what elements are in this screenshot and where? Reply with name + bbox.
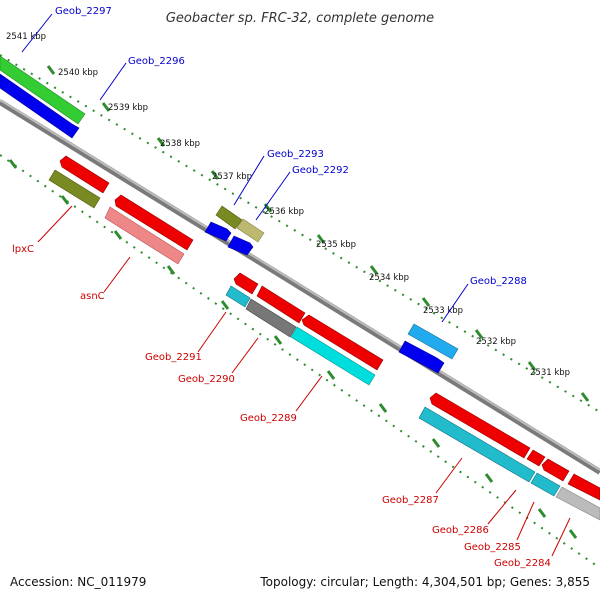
gene-red-4[interactable]: [301, 314, 384, 371]
ruler-label-2540: 2540 kbp: [58, 68, 98, 78]
tick-2530: [580, 392, 590, 402]
gene-geob-2293[interactable]: [215, 205, 243, 230]
gene-red-6[interactable]: [526, 449, 546, 467]
backbone: [0, 99, 600, 475]
inner-tick: [166, 265, 176, 275]
gene-geob-2291[interactable]: [225, 285, 251, 308]
label-leaders: [21, 13, 571, 557]
gene-geob-2291-red[interactable]: [233, 272, 259, 295]
ruler-label-2538: 2538 kbp: [160, 139, 200, 149]
leader-geob-2293: [233, 155, 265, 206]
leader-geob-2285: [516, 501, 535, 541]
gene-red-5[interactable]: [429, 392, 531, 459]
gene-red-2[interactable]: [114, 194, 194, 251]
tick-2533: [421, 297, 431, 307]
inner-tick: [537, 508, 547, 518]
label-geob-2286[interactable]: Geob_2286: [432, 525, 489, 536]
label-geob-2296[interactable]: Geob_2296: [128, 56, 185, 67]
label-asnc[interactable]: asnC: [80, 291, 105, 302]
label-geob-2285[interactable]: Geob_2285: [464, 542, 521, 553]
ruler-label-2537: 2537 kbp: [212, 172, 252, 182]
inner-tick: [431, 438, 441, 448]
inner-tick: [326, 370, 336, 380]
gene-geob-2296[interactable]: [0, 73, 80, 139]
leader-asnc: [103, 256, 131, 293]
leader-geob-2288: [441, 283, 469, 323]
backbone-highlight: [0, 99, 600, 471]
ruler-labels: 2541 kbp 2540 kbp 2539 kbp 2538 kbp 2537…: [6, 32, 570, 378]
inner-tick: [220, 300, 230, 310]
inner-tick: [484, 473, 494, 483]
ruler-label-2534: 2534 kbp: [369, 273, 409, 283]
leader-geob-2296: [99, 62, 127, 101]
label-geob-2292[interactable]: Geob_2292: [292, 165, 349, 176]
ruler-label-2541: 2541 kbp: [6, 32, 46, 42]
gene-red-1[interactable]: [59, 155, 110, 194]
tick-2539: [101, 102, 111, 112]
label-geob-2288[interactable]: Geob_2288: [470, 276, 527, 287]
gene-geob-2288[interactable]: [407, 323, 459, 360]
tick-2532: [474, 329, 484, 339]
tick-2531: [527, 361, 537, 371]
gene-geob-2292[interactable]: [236, 218, 265, 243]
major-ticks: [8, 65, 590, 539]
tick-2538: [156, 137, 166, 147]
leader-geob-2291: [197, 311, 227, 353]
inner-tick: [273, 335, 283, 345]
gene-geob-2286[interactable]: [530, 472, 561, 497]
gene-asnc[interactable]: [104, 206, 185, 265]
leader-geob-2290: [231, 337, 259, 374]
ruler-label-2536: 2536 kbp: [264, 207, 304, 217]
leader-geob-2292: [255, 171, 291, 221]
gene-geob-2289[interactable]: [290, 326, 376, 386]
gene-blue-small-1[interactable]: [204, 221, 232, 242]
label-geob-2287[interactable]: Geob_2287: [382, 495, 439, 506]
gene-blue-2288b[interactable]: [398, 340, 445, 374]
inner-tick: [113, 230, 123, 240]
gene-geob-2285[interactable]: [555, 486, 600, 521]
ruler-label-2533: 2533 kbp: [423, 306, 463, 316]
ruler-label-2531: 2531 kbp: [530, 368, 570, 378]
leader-geob-2297: [21, 13, 53, 53]
genome-summary-text: Topology: circular; Length: 4,304,501 bp…: [259, 575, 590, 589]
tick-2535: [316, 234, 326, 244]
leader-geob-2289: [295, 375, 323, 412]
backbone-line: [0, 99, 600, 475]
ruler-label-2539: 2539 kbp: [108, 103, 148, 113]
leader-geob-2287: [435, 457, 463, 494]
leader-geob-2286: [487, 489, 517, 525]
label-geob-2284[interactable]: Geob_2284: [494, 558, 551, 569]
tick-2540: [46, 65, 56, 75]
gene-red-7[interactable]: [541, 458, 570, 482]
ruler-label-2535: 2535 kbp: [316, 240, 356, 250]
gene-labels: Geob_2297 Geob_2296 Geob_2293 Geob_2292 …: [12, 6, 551, 569]
gene-lpxc[interactable]: [48, 169, 101, 209]
inner-tick: [60, 195, 70, 205]
label-lpxc[interactable]: lpxC: [12, 244, 34, 255]
label-geob-2297[interactable]: Geob_2297: [55, 6, 112, 17]
inner-tick: [378, 403, 388, 413]
inner-tick: [8, 159, 18, 169]
gene-blue-small-2[interactable]: [227, 235, 254, 256]
ruler-label-2532: 2532 kbp: [476, 337, 516, 347]
gene-red-3[interactable]: [256, 285, 306, 324]
leader-geob-2284: [551, 517, 571, 557]
leader-lpxc: [37, 205, 73, 243]
gene-geob-2290[interactable]: [245, 298, 297, 338]
gene-red-8[interactable]: [567, 473, 600, 501]
label-geob-2290[interactable]: Geob_2290: [178, 374, 235, 385]
tick-2537: [210, 170, 220, 180]
label-geob-2289[interactable]: Geob_2289: [240, 413, 297, 424]
accession-text: Accession: NC_011979: [10, 575, 146, 589]
tick-2534: [369, 265, 379, 275]
gene-geob-2287[interactable]: [418, 406, 536, 483]
inner-tick: [568, 529, 578, 539]
gene-features: [0, 55, 600, 521]
label-geob-2293[interactable]: Geob_2293: [267, 149, 324, 160]
gene-geob-2297[interactable]: [0, 55, 86, 125]
label-geob-2291[interactable]: Geob_2291: [145, 352, 202, 363]
map-title: Geobacter sp. FRC-32, complete genome: [166, 11, 434, 26]
